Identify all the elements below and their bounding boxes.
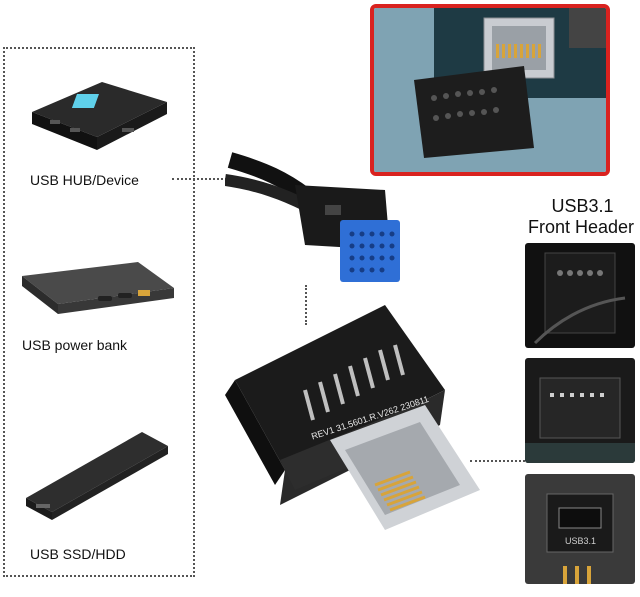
connector-line-right <box>470 460 525 462</box>
power-bank-label: USB power bank <box>22 337 128 353</box>
ssd-label: USB SSD/HDD <box>30 546 126 562</box>
usb-hub-label: USB HUB/Device <box>30 172 139 188</box>
device-list-frame <box>3 47 195 577</box>
usb-header-cable-image <box>224 150 410 290</box>
connector-line-hub <box>172 178 227 180</box>
usb-hub-device-image <box>22 72 172 152</box>
front-header-photo-3: USB3.1 <box>525 474 635 584</box>
front-header-title-line2: Front Header <box>527 217 635 237</box>
power-bank-device-image <box>18 258 178 318</box>
front-header-title-line1: USB3.1 <box>551 196 614 216</box>
inset-motherboard-photo <box>370 4 610 176</box>
connector-silkscreen-label: USB3.1 <box>565 536 597 546</box>
connector-line-vertical <box>305 285 307 325</box>
front-header-photo-1 <box>525 243 635 348</box>
ssd-enclosure-device-image <box>22 428 172 524</box>
usb-c-adapter-image <box>215 300 490 590</box>
front-header-photo-2 <box>525 358 635 463</box>
